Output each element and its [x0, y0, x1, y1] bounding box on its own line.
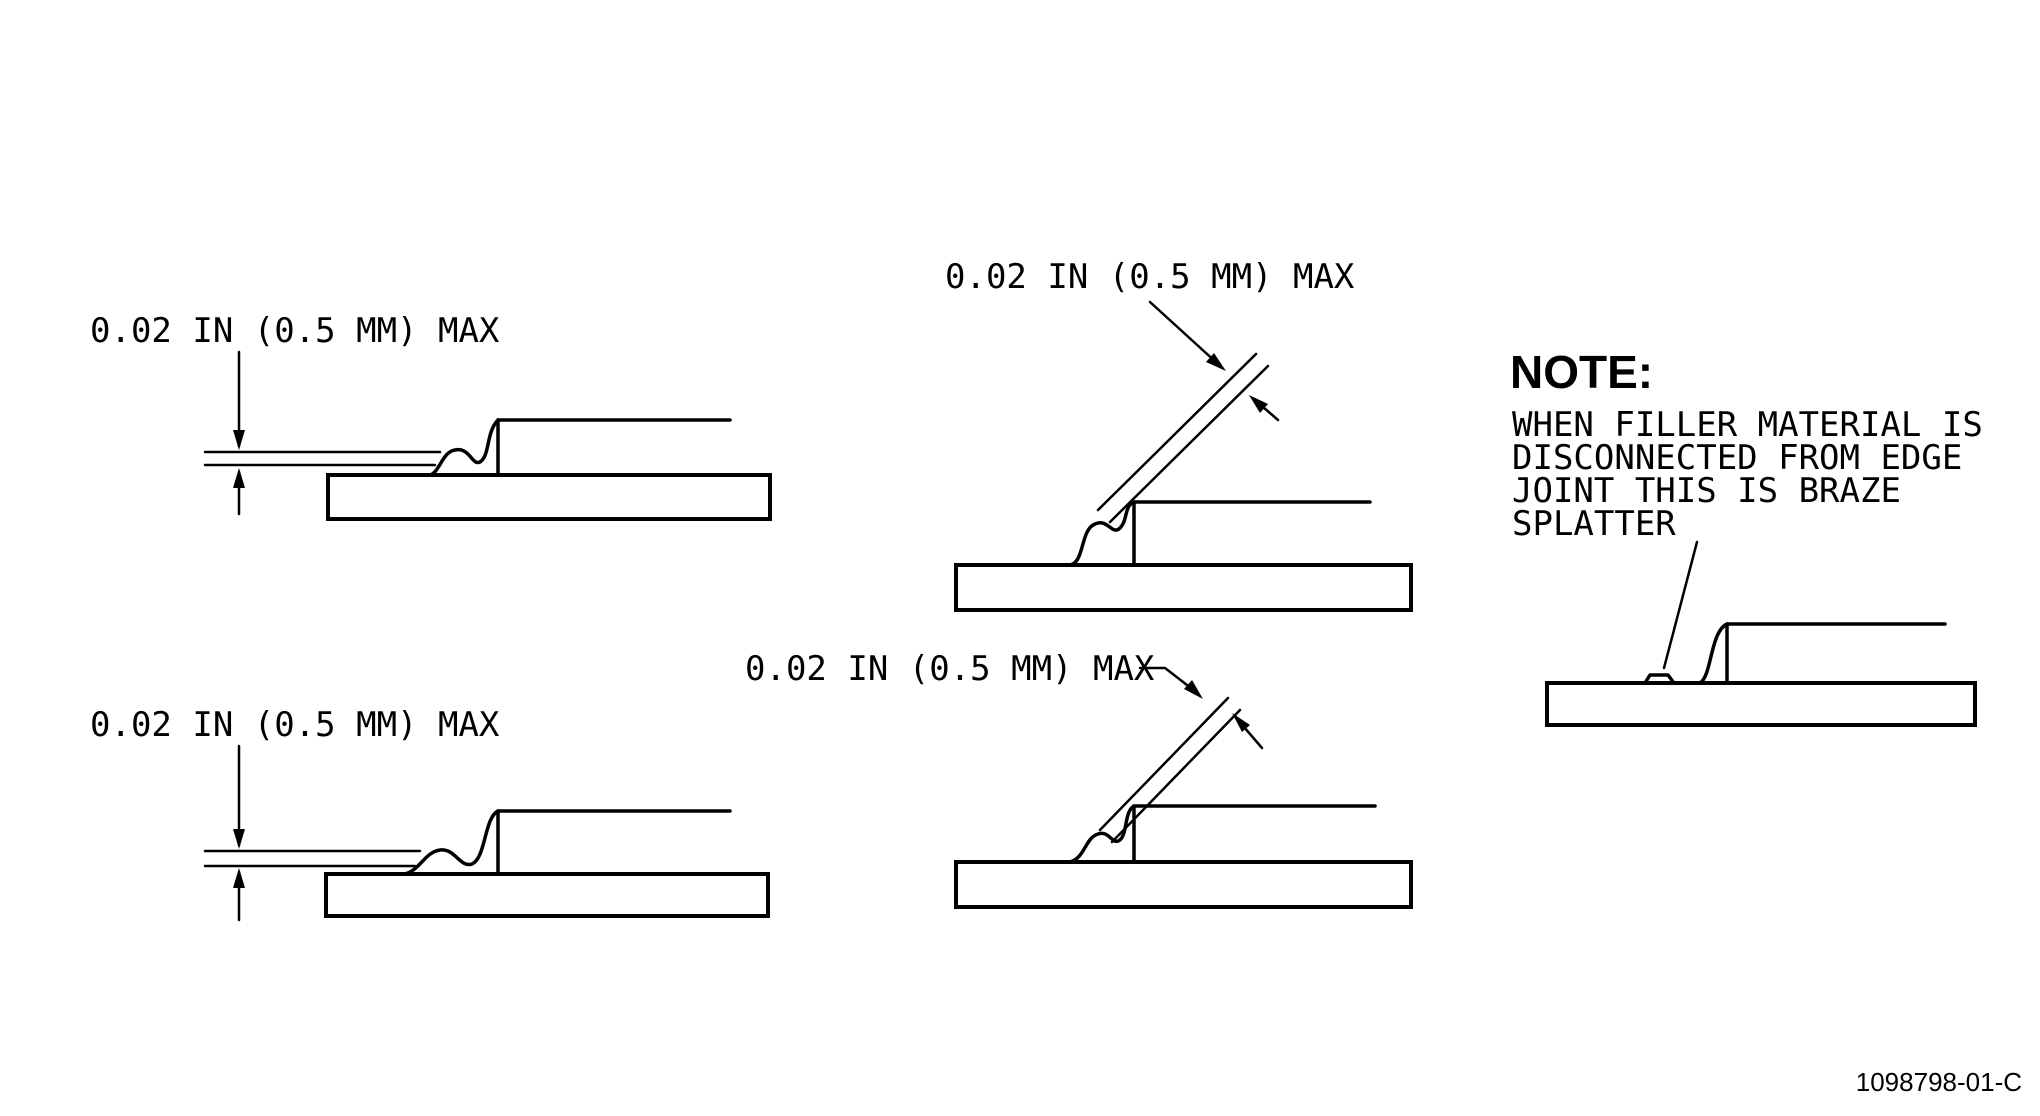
extension-line [1108, 364, 1270, 524]
detail-bottom-left: 0.02 IN (0.5 MM) MAX [90, 705, 770, 922]
detail-braze-splatter [1545, 540, 1977, 727]
leader-line [1148, 300, 1220, 366]
dimension-label-top-center: 0.02 IN (0.5 MM) MAX [945, 257, 1355, 297]
arrow-down-icon [233, 430, 245, 450]
note-block: NOTE: WHEN FILLER MATERIAL IS DISCONNECT… [1510, 346, 1983, 544]
arrow-icon [1206, 353, 1226, 371]
base-plate [954, 860, 1413, 909]
upper-sheet [1132, 804, 1377, 864]
braze-filler [1068, 804, 1136, 864]
arrow-up-icon [233, 468, 245, 488]
dimension-label-bottom-left: 0.02 IN (0.5 MM) MAX [90, 705, 500, 745]
dimension-label-top-left: 0.02 IN (0.5 MM) MAX [90, 311, 500, 351]
detail-bottom-center: 0.02 IN (0.5 MM) MAX [745, 649, 1413, 909]
reference-number: 1098798-01-C [1856, 1067, 2022, 1097]
extension-line [1098, 696, 1230, 832]
extension-line [1110, 708, 1242, 844]
arrow-up-icon [233, 868, 245, 888]
note-line-3: JOINT THIS IS BRAZE [1512, 471, 1901, 511]
note-heading: NOTE: [1510, 346, 1653, 398]
arrow-down-icon [233, 829, 245, 849]
braze-filler [428, 418, 500, 477]
base-plate [324, 872, 770, 918]
upper-sheet [496, 418, 732, 477]
braze-splatter-bead [1643, 673, 1676, 685]
braze-filler [1698, 622, 1729, 685]
arrow-icon [1232, 713, 1250, 732]
arrow-icon [1184, 680, 1203, 699]
extension-line [1096, 352, 1258, 512]
arrow-icon [1249, 395, 1268, 413]
base-plate [326, 473, 772, 521]
note-line-1: WHEN FILLER MATERIAL IS [1512, 405, 1983, 445]
base-plate [954, 563, 1413, 612]
detail-top-center: 0.02 IN (0.5 MM) MAX [945, 257, 1413, 612]
note-line-2: DISCONNECTED FROM EDGE [1512, 438, 1962, 478]
braze-filler [403, 809, 500, 876]
braze-filler [1068, 500, 1136, 567]
upper-sheet [1132, 500, 1372, 567]
upper-sheet [1725, 622, 1947, 685]
dimension-label-bottom-center: 0.02 IN (0.5 MM) MAX [745, 649, 1155, 689]
leader-line [1138, 666, 1198, 694]
base-plate [1545, 681, 1977, 727]
leader-line [1662, 540, 1699, 670]
detail-top-left: 0.02 IN (0.5 MM) MAX [90, 311, 772, 521]
upper-sheet [496, 809, 732, 876]
note-line-4: SPLATTER [1512, 504, 1676, 544]
